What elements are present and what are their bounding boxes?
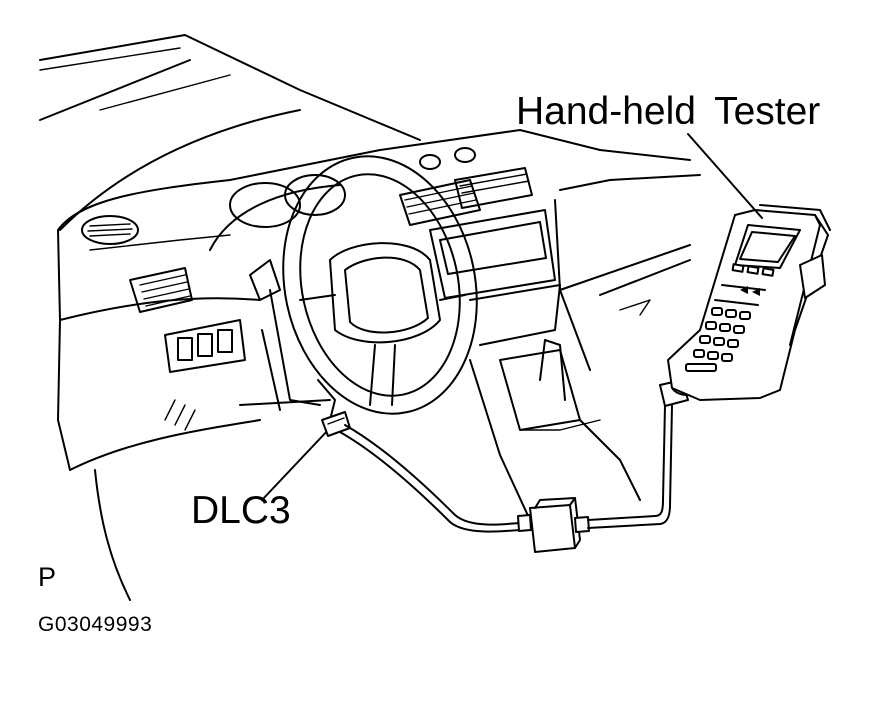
speaker-grille <box>81 215 139 245</box>
cable-adapter <box>517 497 590 553</box>
view-letter-label: P <box>38 562 57 592</box>
left-air-vent <box>129 267 193 313</box>
dashboard-body <box>57 129 701 601</box>
figure-code-label: G03049993 <box>38 613 153 636</box>
tester-cable-left <box>339 424 531 533</box>
connector-leader-line <box>261 427 331 501</box>
hand-held-tester-device <box>667 204 831 401</box>
steering-wheel <box>282 155 478 421</box>
instrument-cluster <box>209 174 346 301</box>
steering-column <box>261 289 321 411</box>
lower-panel <box>164 399 331 431</box>
dlc3-label: DLC3 <box>191 489 291 532</box>
switch-panel <box>164 319 246 373</box>
center-console <box>399 147 641 521</box>
tester-leader-line <box>687 133 763 219</box>
windshield-pillar <box>39 34 421 231</box>
tester-keypad <box>685 286 760 372</box>
dlc3-connector <box>321 411 351 437</box>
tester-cable-right <box>587 404 673 529</box>
hand-held-tester-label: Hand-held Tester <box>516 90 821 133</box>
